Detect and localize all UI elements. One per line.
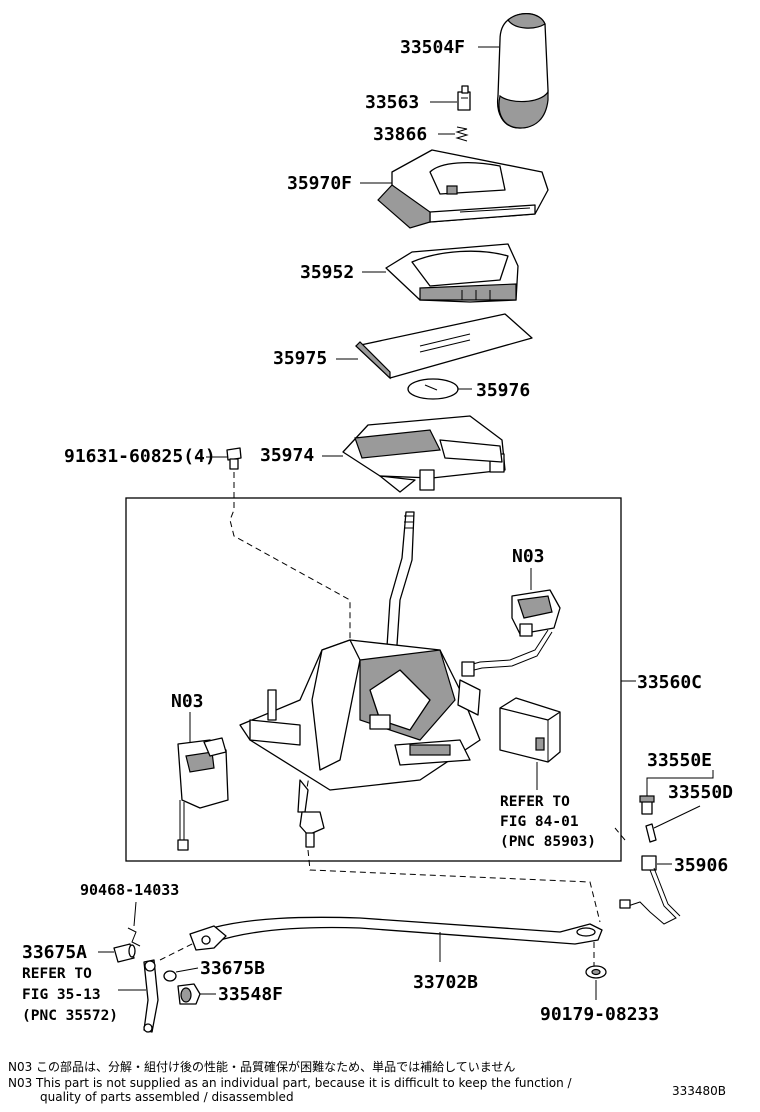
grommet-illustration	[177, 983, 201, 1005]
callout-35975: 35975	[273, 348, 327, 369]
callout-90468-14033: 90468-14033	[80, 881, 179, 899]
n03-lock-illustration	[177, 737, 229, 851]
clip-illustration	[127, 927, 141, 947]
bushing-a-illustration	[113, 943, 136, 963]
shift-knob-illustration	[496, 13, 549, 129]
note-japanese: N03 この部品は、分解・組付け後の性能・品質確保が困難なため、単品では補給して…	[8, 1059, 515, 1074]
refer-fig35-line1: REFER TO	[22, 966, 92, 982]
callout-33548F: 33548F	[218, 984, 283, 1005]
diagram-id: 333480B	[672, 1084, 726, 1098]
refer-fig84-line1: REFER TO	[500, 794, 570, 810]
nut-illustration	[585, 965, 607, 979]
callout-90179-08233: 90179-08233	[540, 1004, 659, 1025]
callout-91631-60825: 91631-60825(4)	[64, 446, 216, 467]
callout-35952: 35952	[300, 262, 354, 283]
callout-35974: 35974	[260, 445, 314, 466]
callout-35970F: 35970F	[287, 173, 352, 194]
refer-fig84-line3: (PNC 85903)	[500, 834, 596, 850]
callout-35906: 35906	[674, 855, 728, 876]
callout-35976: 35976	[476, 380, 530, 401]
switch-illustration	[457, 85, 471, 111]
assembly-frame	[125, 497, 622, 862]
callout-33560C: 33560C	[637, 672, 702, 693]
shift-rod-illustration	[189, 916, 603, 951]
illumination-cable-illustration	[619, 855, 681, 925]
note-english-line2: quality of parts assembled / disassemble…	[40, 1090, 294, 1104]
bulb-socket-illustration	[639, 795, 657, 843]
slide-plate-illustration	[355, 313, 533, 380]
spring-illustration	[455, 126, 469, 142]
bolt-illustration	[226, 447, 242, 470]
n03-solenoid-illustration	[511, 589, 561, 637]
callout-33550E: 33550E	[647, 750, 712, 771]
refer-fig35-line3: (PNC 35572)	[22, 1008, 118, 1024]
callout-33702B: 33702B	[413, 972, 478, 993]
refer-fig84-line2: FIG 84-01	[500, 814, 579, 830]
callout-33563: 33563	[365, 92, 419, 113]
callout-33504F: 33504F	[400, 37, 465, 58]
transmission-lever-illustration	[143, 959, 159, 1033]
shift-lever-assembly-illustration	[239, 511, 553, 848]
callout-33866: 33866	[373, 124, 427, 145]
callout-n03-top: N03	[512, 546, 545, 567]
base-cover-illustration	[342, 415, 506, 493]
indicator-housing-illustration	[377, 149, 549, 229]
cover-disc-illustration	[407, 378, 459, 400]
bezel-illustration	[385, 243, 519, 303]
callout-33675B: 33675B	[200, 958, 265, 979]
refer-fig35-line2: FIG 35-13	[22, 987, 101, 1003]
control-module-illustration	[499, 697, 561, 763]
callout-33550D: 33550D	[668, 782, 733, 803]
note-english-line1: N03 This part is not supplied as an indi…	[8, 1076, 573, 1090]
callout-33675A: 33675A	[22, 942, 87, 963]
bushing-b-illustration	[163, 970, 177, 982]
callout-n03-left: N03	[171, 691, 204, 712]
